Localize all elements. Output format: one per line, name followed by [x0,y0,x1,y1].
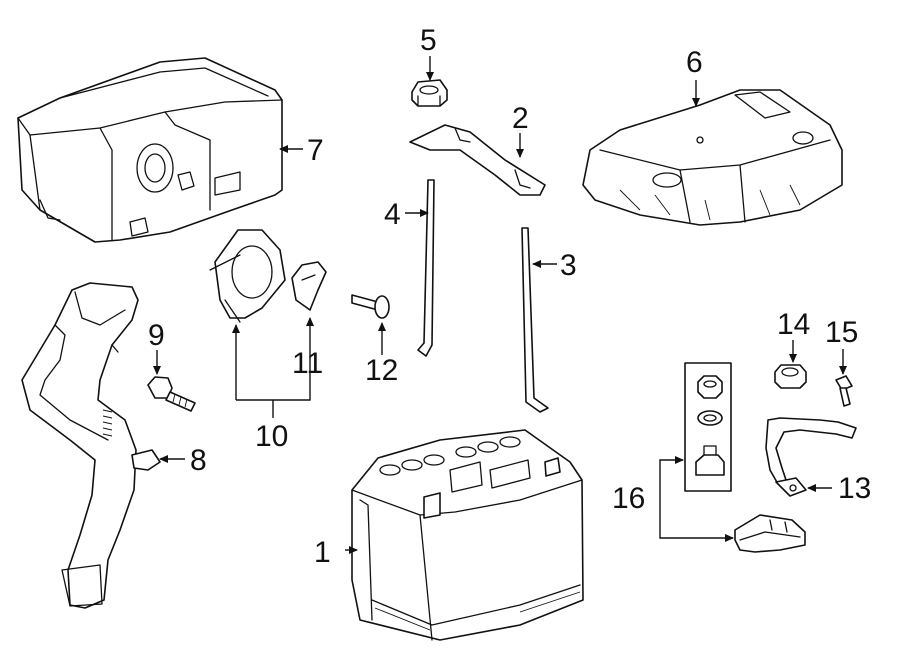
callout-6: 6 [686,46,703,79]
hold-down-bracket [409,124,546,196]
terminal-kit-box [684,362,732,492]
callout-14: 14 [777,308,810,341]
callout-4: 4 [384,198,401,231]
callout-10: 10 [255,420,288,453]
terminal-clamp [734,514,806,553]
battery-tray-box [17,57,283,243]
callout-15: 15 [825,316,858,349]
battery-cable [765,417,857,497]
callout-12: 12 [365,354,398,387]
hold-down-nut [411,79,448,107]
callout-8: 8 [190,444,207,477]
hold-down-rod-left [417,179,435,357]
push-pin [351,294,390,319]
callout-9: 9 [148,319,165,352]
callout-3: 3 [560,249,577,282]
leader-lines [153,56,847,554]
callout-13: 13 [838,472,871,505]
battery-cover [582,89,843,226]
callout-5: 5 [420,24,437,57]
bolt [147,376,196,412]
battery [351,429,584,641]
callout-2: 2 [512,102,529,135]
terminal-nut [774,364,807,389]
callout-labels: 1 2 3 4 5 6 7 8 9 10 11 12 13 14 15 16 [148,24,871,569]
terminal-bolt [835,375,853,407]
clip-assembly [209,229,327,323]
air-duct [21,282,161,609]
callout-1: 1 [314,536,331,569]
callout-7: 7 [307,134,324,167]
callout-11: 11 [292,347,323,380]
callout-16: 16 [612,482,645,515]
hold-down-rod-right [521,227,549,413]
